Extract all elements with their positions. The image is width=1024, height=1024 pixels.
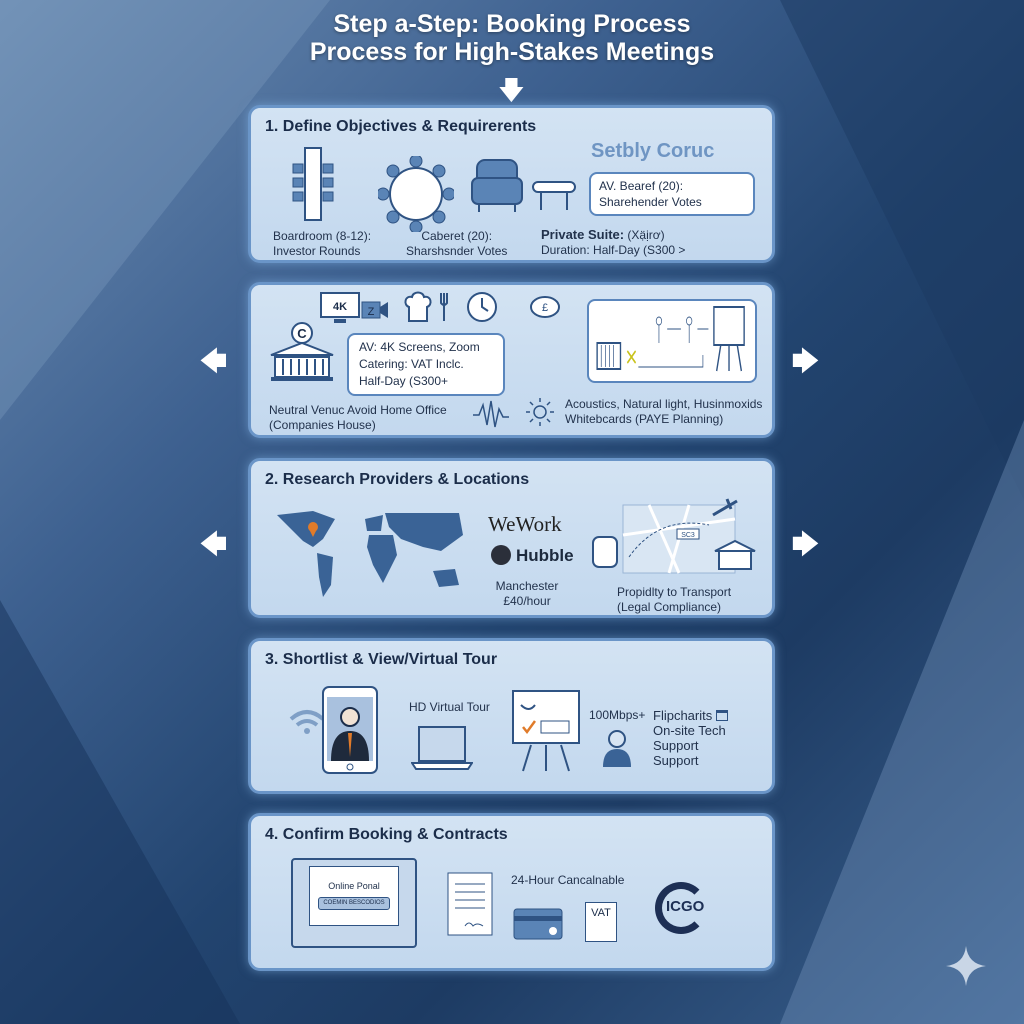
- government-building-icon: C: [270, 322, 334, 381]
- laptop-icon: [411, 726, 473, 770]
- virtual-tour-label: HD Virtual Tour: [409, 700, 490, 714]
- svg-text:C: C: [297, 326, 307, 341]
- svg-text:£: £: [542, 302, 548, 314]
- text-line: Acoustics, Natural light, Husinmoxids: [565, 397, 763, 411]
- phone-video-call-icon: [322, 686, 378, 774]
- title-line-1: Step a-Step: Booking Process: [333, 10, 691, 38]
- 4k-monitor-icon: 4K: [320, 292, 360, 323]
- credit-card-icon: [513, 908, 563, 940]
- online-portal-monitor: Online Ponal COEMIN BESCODIOS: [291, 858, 417, 948]
- confirm-button[interactable]: COEMIN BESCODIOS: [318, 897, 390, 910]
- step-3-panel: 3. Shortlist & View/Virtual Tour HD Virt…: [248, 638, 775, 794]
- fork-icon: [440, 293, 448, 321]
- svg-text:Z: Z: [368, 306, 375, 318]
- transport-text: Propidlty to Transport(Legal Compliance): [617, 585, 731, 615]
- box-line: AV: 4K Screens, Zoom: [359, 340, 480, 354]
- text-line: Manchester: [495, 579, 559, 593]
- armchair-icon: [471, 159, 523, 212]
- contract-document-icon: [447, 872, 493, 936]
- step-2-heading: 2. Research Providers & Locations: [265, 471, 530, 488]
- page-title: Step a-Step: Booking Process Process for…: [0, 10, 1024, 66]
- private-suite-label: Private Suite: (Xạ̈ịrơ)Duration: Half-Da…: [541, 227, 685, 258]
- sound-wave-icon: [473, 400, 509, 428]
- zoom-camera-icon: Z: [361, 301, 388, 319]
- world-map-icon: [277, 511, 463, 597]
- round-table-icon: [378, 156, 454, 232]
- box-line: AV. Bearef (20):: [599, 179, 684, 193]
- cancellation-label: 24-Hour Cancalnable: [511, 873, 625, 887]
- vat-receipt-icon: VAT: [585, 902, 617, 942]
- title-line-2: Process for High-Stakes Meetings: [309, 38, 715, 66]
- arrow-left-icon[interactable]: 🡄: [200, 346, 227, 376]
- text-line: Support: [653, 753, 699, 768]
- suite-bold: Private Suite:: [541, 227, 625, 242]
- presentation-board-icon: [512, 690, 580, 772]
- workflow-diagram-box: [587, 299, 757, 383]
- suite-rest: (Xạ̈ịrơ): [624, 228, 665, 242]
- neutral-venue-text: Neutral Venuc Avoid Home Office(Companie…: [269, 403, 447, 433]
- label-line: Sharshsnder Votes: [406, 244, 508, 258]
- faded-label: Setbly Coruc: [591, 140, 715, 162]
- flipcharts-label: Flipcharits: [653, 708, 713, 723]
- arrow-right-icon[interactable]: 🡆: [792, 346, 819, 376]
- box-line: Half-Day (S300+: [359, 374, 449, 388]
- cabaret-label: Caberet (20):Sharshsnder Votes: [406, 229, 507, 259]
- arrow-right-icon[interactable]: 🡆: [792, 529, 819, 559]
- sun-icon: [526, 398, 554, 426]
- step-4-heading: 4. Confirm Booking & Contracts: [265, 826, 508, 843]
- text-line: Propidlty to Transport: [617, 585, 732, 599]
- step-4-panel: 4. Confirm Booking & Contracts Online Po…: [248, 813, 775, 971]
- text-line: On-site Tech Support: [653, 723, 726, 753]
- tech-support-person-icon: [603, 730, 631, 767]
- logo-text: ICGO: [666, 898, 705, 915]
- coffee-table-icon: [532, 181, 576, 210]
- piggy-bank-icon: £: [530, 296, 560, 318]
- step-1-panel: 1. Define Objectives & Requirerents Setb…: [248, 105, 775, 263]
- clock-icon: [467, 292, 497, 322]
- label-line: Investor Rounds: [273, 244, 361, 258]
- hubble-mark-icon: [491, 545, 511, 565]
- step-2-panel: 2. Research Providers & Locations WeWork…: [248, 458, 775, 618]
- speed-label: 100Mbps+: [589, 708, 646, 722]
- label-line: Boardroom (8-12):: [273, 229, 372, 243]
- step-1-heading: 1. Define Objectives & Requirerents: [265, 118, 537, 135]
- text-line: £40/hour: [503, 594, 551, 608]
- text-line: (Companies House): [269, 418, 376, 432]
- icgo-logo: ICGO: [655, 882, 707, 934]
- text-line: Whitebcards (PAYE Planning): [565, 412, 724, 426]
- arrow-left-icon[interactable]: 🡄: [200, 529, 227, 559]
- chef-hat-icon: [404, 291, 432, 322]
- workflow-illustration: [596, 306, 745, 372]
- flipcharts-line: Flipcharits: [653, 708, 772, 723]
- hubble-logo: Hubble: [491, 545, 574, 567]
- step-3-heading: 3. Shortlist & View/Virtual Tour: [265, 651, 498, 668]
- boardroom-table-icon: [292, 147, 334, 221]
- manchester-price: Manchester£40/hour: [491, 579, 563, 609]
- transport-map-icon: SC3: [592, 498, 756, 574]
- box-line: Catering: VAT Inclc.: [359, 357, 464, 371]
- arrow-down-icon: 🡇: [498, 75, 525, 105]
- suite-duration: Duration: Half-Day (S300 >: [541, 243, 686, 257]
- boardroom-label: Boardroom (8-12):Investor Rounds: [273, 229, 371, 259]
- box-line: Sharehender Votes: [599, 195, 702, 209]
- wifi-icon: [289, 710, 325, 734]
- portal-label: Online Ponal: [328, 881, 380, 891]
- text-line: Neutral Venuc Avoid Home Office: [269, 403, 447, 417]
- wework-logo: WeWork: [488, 512, 562, 536]
- svg-text:SC3: SC3: [681, 532, 695, 539]
- calendar-icon: [715, 710, 728, 721]
- svg-text:4K: 4K: [333, 301, 347, 313]
- label-line: Caberet (20):: [421, 229, 493, 243]
- vat-label: VAT: [591, 907, 611, 919]
- sparkle-icon: [946, 946, 986, 986]
- hubble-name: Hubble: [516, 546, 574, 565]
- av-info-box: AV. Bearef (20): Sharehender Votes: [589, 172, 755, 216]
- text-line: (Legal Compliance): [617, 600, 722, 614]
